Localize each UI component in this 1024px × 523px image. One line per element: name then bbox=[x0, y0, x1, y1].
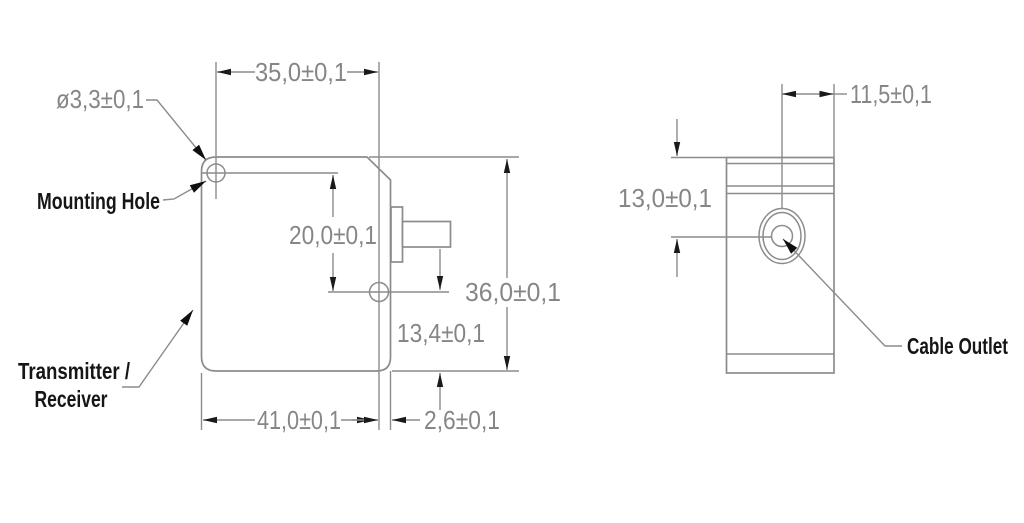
side-construction-lines bbox=[671, 84, 835, 238]
label-cable-outlet: Cable Outlet bbox=[907, 333, 1008, 359]
callout-transmitter-receiver: Transmitter / Receiver bbox=[18, 309, 194, 412]
callout-hole-diameter: ø3,3±0,1 bbox=[56, 84, 207, 161]
dim-hole-to-axis-text: 20,0±0,1 bbox=[289, 220, 377, 250]
connector-stub bbox=[401, 220, 452, 248]
dim-height: 36,0±0,1 bbox=[465, 159, 561, 370]
dim-bottom-width: 41,0±0,1 bbox=[203, 405, 378, 435]
dim-top-width-text: 35,0±0,1 bbox=[255, 57, 347, 87]
front-body-outline bbox=[200, 156, 392, 372]
dim-edge-offset-text: 2,6±0,1 bbox=[424, 405, 500, 435]
dim-hole-diameter-text: ø3,3±0,1 bbox=[56, 84, 144, 114]
label-transmitter-line2: Receiver bbox=[35, 386, 108, 412]
side-body-bands bbox=[726, 162, 834, 355]
center-hole bbox=[368, 281, 390, 303]
connector bbox=[390, 206, 452, 263]
dim-axis-to-bottom: 13,4±0,1 bbox=[397, 249, 485, 410]
dim-side-width-text: 11,5±0,1 bbox=[850, 79, 932, 109]
cable-outlet bbox=[758, 207, 806, 265]
callout-mounting-hole: Mounting Hole bbox=[37, 180, 207, 214]
dim-top-to-outlet-text: 13,0±0,1 bbox=[618, 183, 712, 213]
dim-axis-to-bottom-text: 13,4±0,1 bbox=[397, 318, 485, 348]
label-transmitter-line1: Transmitter / bbox=[18, 358, 130, 384]
dim-height-text: 36,0±0,1 bbox=[465, 277, 561, 307]
front-view: 35,0±0,1 20,0±0,1 36,0±0,1 13,4±0,1 41,0… bbox=[18, 57, 561, 435]
dim-bottom-width-text: 41,0±0,1 bbox=[257, 405, 341, 435]
front-construction-lines bbox=[200, 62, 519, 430]
callout-cable-outlet: Cable Outlet bbox=[782, 238, 1008, 359]
dim-edge-offset: 2,6±0,1 bbox=[392, 405, 500, 435]
dim-top-width: 35,0±0,1 bbox=[217, 57, 378, 87]
mounting-hole bbox=[206, 163, 226, 183]
connector-flange bbox=[390, 206, 404, 263]
label-mounting-hole: Mounting Hole bbox=[37, 188, 160, 214]
dim-top-to-outlet: 13,0±0,1 bbox=[618, 119, 712, 277]
side-body-outline bbox=[725, 156, 835, 374]
side-view: 11,5±0,1 13,0±0,1 Cable Outlet bbox=[618, 79, 1008, 374]
dim-side-width: 11,5±0,1 bbox=[782, 79, 932, 109]
dim-hole-to-axis: 20,0±0,1 bbox=[289, 175, 377, 291]
